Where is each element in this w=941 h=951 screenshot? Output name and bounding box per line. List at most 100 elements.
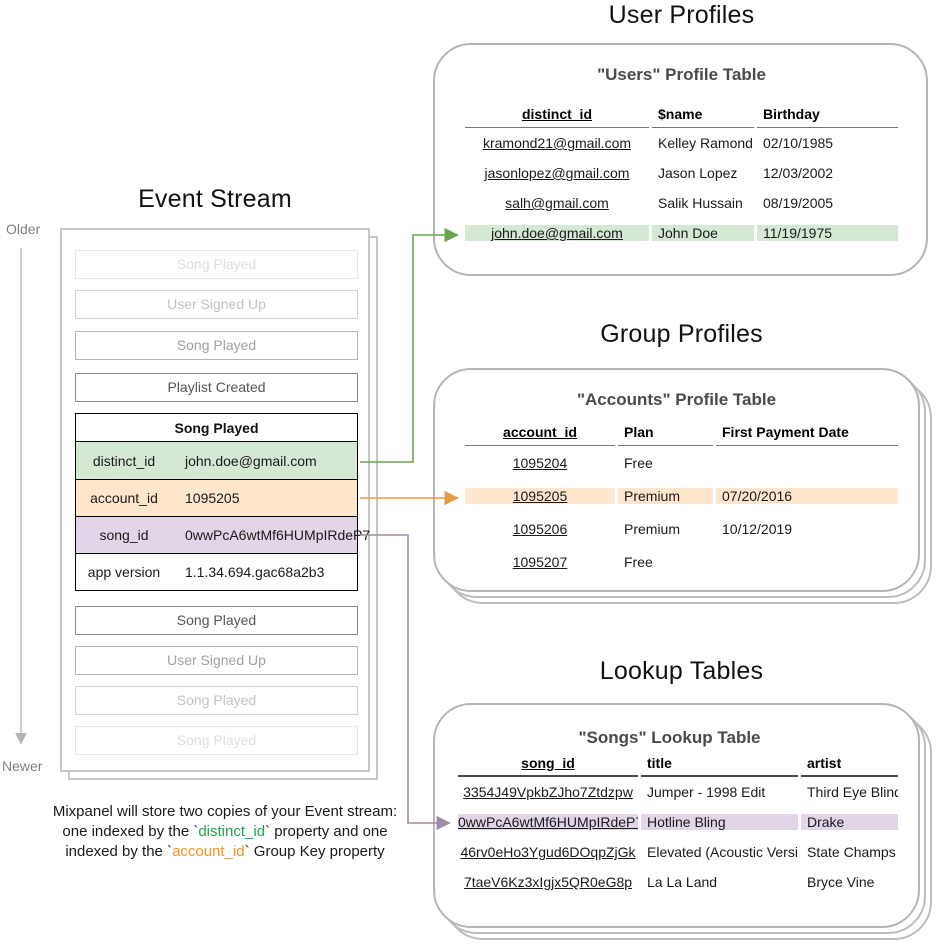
- column-header: $name: [652, 102, 754, 128]
- table-row: 1095204 Free: [465, 446, 898, 479]
- column-header: First Payment Date: [716, 420, 898, 446]
- table-row: 1095207 Free: [465, 545, 898, 578]
- table-cell: State Champs: [807, 844, 896, 860]
- songs-table-title: "Songs" Lookup Table: [578, 728, 761, 747]
- property-value: 1095205: [185, 490, 240, 506]
- caption-distinct-id: distinct_id: [198, 823, 266, 841]
- table-cell: 1095206: [512, 520, 568, 537]
- column-header: account_id: [465, 420, 615, 446]
- column-header: title: [641, 752, 798, 777]
- table-cell: john.doe@gmail.com: [465, 225, 649, 241]
- group-profiles-card: [433, 368, 920, 592]
- table-row: 46rv0eHo3Ygud6DOqpZjGk Elevated (Acousti…: [458, 837, 898, 867]
- table-cell: salh@gmail.com: [505, 195, 609, 211]
- table-row: 7taeV6Kz3xIgjx5QR0eG8p La La Land Bryce …: [458, 867, 898, 897]
- caption-text: ` property and one: [265, 823, 388, 841]
- table-cell: 3354J49VpkbZJho7Ztdzpw: [463, 784, 633, 800]
- timeline-newer-label: Newer: [2, 758, 43, 774]
- table-cell: Salik Hussain: [658, 195, 743, 211]
- event-box-faded: Song Played: [75, 606, 358, 635]
- group-profiles-title: Group Profiles: [600, 320, 763, 348]
- table-cell: 07/20/2016: [716, 487, 898, 504]
- caption-text: Mixpanel will store two copies of your E…: [52, 803, 398, 820]
- event-box-faded: Playlist Created: [75, 373, 358, 402]
- table-cell: Premium: [624, 520, 681, 537]
- table-cell: 11/19/1975: [757, 225, 898, 241]
- users-table-title: "Users" Profile Table: [597, 65, 766, 84]
- table-cell: kramond21@gmail.com: [482, 135, 632, 151]
- column-header: distinct_id: [465, 102, 649, 128]
- event-stream-title: Event Stream: [138, 185, 292, 213]
- column-header: artist: [801, 752, 898, 777]
- table-cell: 02/10/1985: [763, 135, 834, 151]
- table-cell: 0wwPcA6wtMf6HUMpIRdeP7: [458, 814, 638, 830]
- table-cell: Jumper - 1998 Edit: [647, 784, 766, 800]
- property-value: 0wwPcA6wtMf6HUMpIRdeP7: [185, 527, 371, 543]
- table-cell: John Doe: [652, 225, 754, 241]
- table-row-highlighted-orange: 1095205 Premium 07/20/2016: [465, 479, 898, 512]
- table-row: jasonlopez@gmail.com Jason Lopez 12/03/2…: [465, 158, 898, 188]
- column-header: song_id: [458, 752, 638, 777]
- expanded-event-card: Song Played distinct_id john.doe@gmail.c…: [75, 413, 370, 591]
- users-table-header: distinct_id $name Birthday: [465, 102, 898, 128]
- accounts-table-title: "Accounts" Profile Table: [576, 390, 777, 409]
- event-box-faded: Song Played: [75, 686, 358, 715]
- expanded-event-name: Song Played: [76, 414, 357, 442]
- table-cell: Premium: [618, 487, 713, 504]
- table-cell: 10/12/2019: [722, 520, 793, 537]
- table-row: kramond21@gmail.com Kelley Ramond 02/10/…: [465, 128, 898, 158]
- table-row: salh@gmail.com Salik Hussain 08/19/2005: [465, 188, 898, 218]
- table-cell: 08/19/2005: [763, 195, 834, 211]
- event-box-faded: Song Played: [75, 726, 358, 755]
- accounts-table: account_id Plan First Payment Date 10952…: [465, 420, 898, 578]
- property-key: distinct_id: [92, 452, 156, 469]
- property-value: 1.1.34.694.gac68a2b3: [185, 564, 325, 580]
- songs-table-header: song_id title artist: [458, 752, 898, 777]
- property-key: account_id: [90, 490, 158, 506]
- event-box-faded: User Signed Up: [75, 646, 358, 675]
- users-table: distinct_id $name Birthday kramond21@gma…: [465, 102, 898, 248]
- table-cell: 7taeV6Kz3xIgjx5QR0eG8p: [463, 874, 633, 890]
- event-property-row-distinct-id: distinct_id john.doe@gmail.com: [76, 442, 357, 479]
- table-row-highlighted-purple: 0wwPcA6wtMf6HUMpIRdeP7 Hotline Bling Dra…: [458, 807, 898, 837]
- table-cell: 12/03/2002: [763, 165, 834, 181]
- table-cell: Hotline Bling: [641, 814, 798, 830]
- event-box-faded: User Signed Up: [75, 290, 358, 319]
- table-cell: 1095207: [512, 553, 568, 570]
- table-cell: Jason Lopez: [658, 165, 738, 181]
- caption-line: Mixpanel will store two copies of your E…: [25, 802, 425, 822]
- table-row-highlighted-green: john.doe@gmail.com John Doe 11/19/1975: [465, 218, 898, 248]
- table-cell: jasonlopez@gmail.com: [484, 165, 630, 181]
- accounts-table-header: account_id Plan First Payment Date: [465, 420, 898, 446]
- event-property-row-account-id: account_id 1095205: [76, 479, 357, 516]
- column-header: Plan: [618, 420, 713, 446]
- property-key: app version: [87, 564, 161, 580]
- caption-text: ` Group Key property: [244, 843, 385, 861]
- event-property-row-app-version: app version 1.1.34.694.gac68a2b3: [76, 553, 357, 590]
- user-profiles-title: User Profiles: [608, 1, 755, 29]
- table-cell: Elevated (Acoustic Version): [647, 844, 798, 860]
- table-cell: Free: [624, 553, 653, 570]
- table-cell: La La Land: [647, 874, 718, 890]
- songs-table: song_id title artist 3354J49VpkbZJho7Ztd…: [458, 752, 898, 897]
- timeline-older-label: Older: [6, 221, 41, 237]
- table-cell: Drake: [801, 814, 898, 830]
- caption-text: one indexed by the `: [62, 823, 199, 841]
- table-row: 3354J49VpkbZJho7Ztdzpw Jumper - 1998 Edi…: [458, 777, 898, 807]
- table-cell: Bryce Vine: [807, 874, 875, 890]
- column-header: Birthday: [757, 102, 898, 128]
- caption-account-id: account_id: [172, 843, 245, 861]
- table-cell: 1095204: [512, 454, 568, 471]
- table-cell: 46rv0eHo3Ygud6DOqpZjGk: [460, 844, 636, 860]
- property-key: song_id: [99, 527, 149, 543]
- event-stream-panel: Song Played User Signed Up Song Played P…: [60, 228, 370, 772]
- table-cell: 1095205: [465, 487, 615, 504]
- caption-line: indexed by the `account_id` Group Key pr…: [25, 842, 425, 862]
- table-row: 1095206 Premium 10/12/2019: [465, 512, 898, 545]
- lookup-tables-title: Lookup Tables: [599, 657, 764, 685]
- event-box-faded: Song Played: [75, 331, 358, 360]
- caption: Mixpanel will store two copies of your E…: [25, 802, 425, 862]
- event-box-faded: Song Played: [75, 250, 358, 279]
- table-cell: Third Eye Blind: [807, 784, 898, 800]
- event-property-row-song-id: song_id 0wwPcA6wtMf6HUMpIRdeP7: [76, 516, 370, 553]
